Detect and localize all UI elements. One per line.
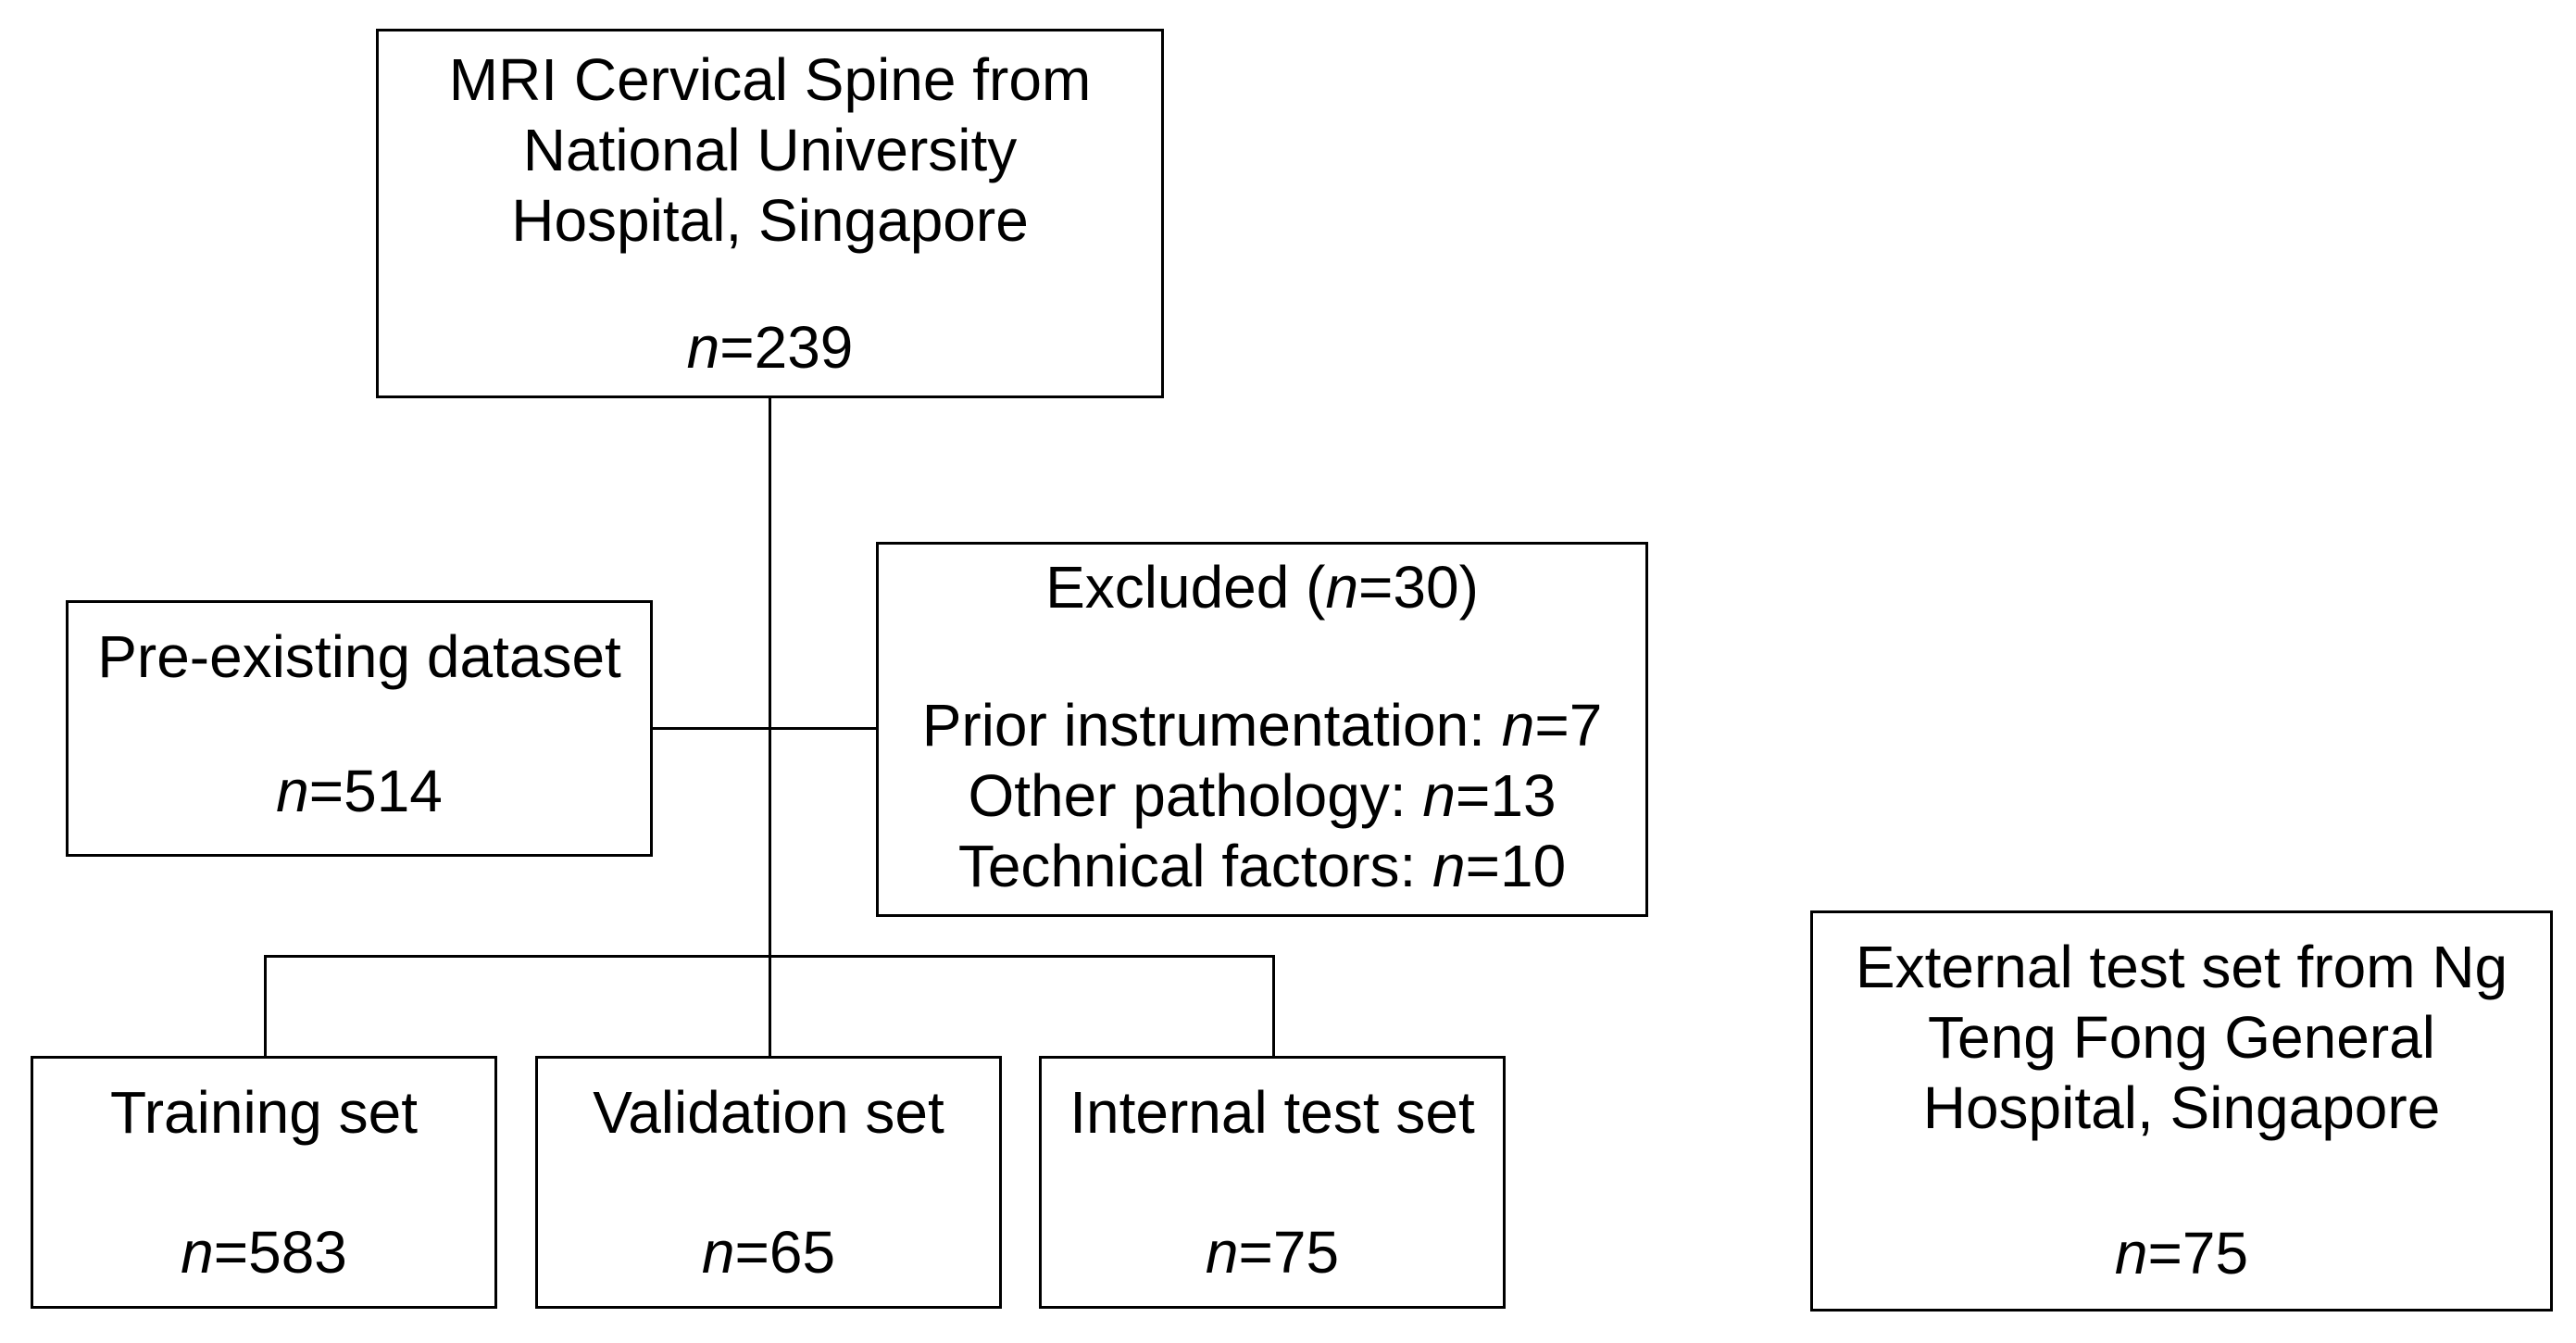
external-test-set-title: External test set from Ng Teng Fong Gene… (1856, 932, 2507, 1143)
n-symbol: n (1501, 692, 1535, 759)
n-value: =583 (213, 1219, 347, 1286)
n-value: =75 (1238, 1219, 1340, 1286)
connector-horizontal-exclusion (653, 727, 876, 730)
excluded-item-text: Other pathology: (968, 762, 1423, 829)
source-box-count: n=239 (687, 312, 854, 383)
excluded-box: Excluded (n=30) Prior instrumentation: n… (876, 542, 1648, 917)
internal-test-set-count: n=75 (1206, 1217, 1339, 1287)
excluded-title-post: =30) (1358, 554, 1479, 621)
n-symbol: n (1325, 554, 1359, 621)
n-symbol: n (701, 1219, 735, 1286)
n-symbol: n (1422, 762, 1456, 829)
source-box-line-2: National University (522, 117, 1018, 183)
internal-test-set-box: Internal test set n=75 (1039, 1056, 1506, 1309)
n-value: =65 (734, 1219, 836, 1286)
n-symbol: n (276, 758, 309, 824)
source-box-title: MRI Cervical Spine from National Univers… (449, 44, 1092, 256)
n-value: =7 (1534, 692, 1603, 759)
excluded-item-other-pathology: Other pathology: n=13 (922, 760, 1603, 831)
training-set-box: Training set n=583 (31, 1056, 497, 1309)
external-test-set-line-2: Teng Fong General (1928, 1004, 2435, 1071)
n-value: =75 (2147, 1220, 2249, 1287)
internal-test-set-label: Internal test set (1069, 1079, 1475, 1146)
excluded-box-title: Excluded (n=30) (1045, 552, 1479, 622)
excluded-box-items: Prior instrumentation: n=7 Other patholo… (922, 690, 1603, 901)
source-box-line-3: Hospital, Singapore (511, 187, 1029, 254)
source-box-line-1: MRI Cervical Spine from (448, 46, 1092, 113)
pre-existing-dataset-box: Pre-existing dataset n=514 (66, 600, 653, 857)
n-symbol: n (1205, 1219, 1239, 1286)
excluded-item-text: Technical factors: (957, 833, 1433, 899)
external-test-set-count: n=75 (2115, 1218, 2248, 1288)
validation-set-count: n=65 (702, 1217, 835, 1287)
n-symbol: n (2114, 1220, 2148, 1287)
source-box: MRI Cervical Spine from National Univers… (376, 29, 1164, 398)
connector-horizontal-branch (264, 955, 1275, 958)
n-symbol: n (1432, 833, 1466, 899)
training-set-count: n=583 (181, 1217, 347, 1287)
n-value: =10 (1465, 833, 1567, 899)
pre-existing-dataset-label: Pre-existing dataset (97, 623, 621, 690)
n-symbol: n (686, 314, 720, 381)
excluded-item-prior-instrumentation: Prior instrumentation: n=7 (922, 690, 1603, 760)
validation-set-label: Validation set (593, 1079, 944, 1146)
training-set-label: Training set (110, 1079, 418, 1146)
excluded-item-text: Prior instrumentation: (921, 692, 1502, 759)
external-test-set-line-3: Hospital, Singapore (1922, 1074, 2441, 1141)
external-test-set-line-1: External test set from Ng (1855, 934, 2508, 1000)
excluded-title-pre: Excluded ( (1045, 554, 1326, 621)
connector-drop-training (264, 955, 267, 1056)
n-value: =13 (1456, 762, 1557, 829)
n-symbol: n (181, 1219, 214, 1286)
n-value: =514 (308, 758, 443, 824)
connector-drop-internal-test (1272, 955, 1275, 1056)
validation-set-box: Validation set n=65 (535, 1056, 1002, 1309)
n-value: =239 (719, 314, 854, 381)
external-test-set-box: External test set from Ng Teng Fong Gene… (1810, 910, 2553, 1312)
excluded-item-technical-factors: Technical factors: n=10 (922, 831, 1603, 901)
pre-existing-dataset-count: n=514 (276, 756, 443, 826)
